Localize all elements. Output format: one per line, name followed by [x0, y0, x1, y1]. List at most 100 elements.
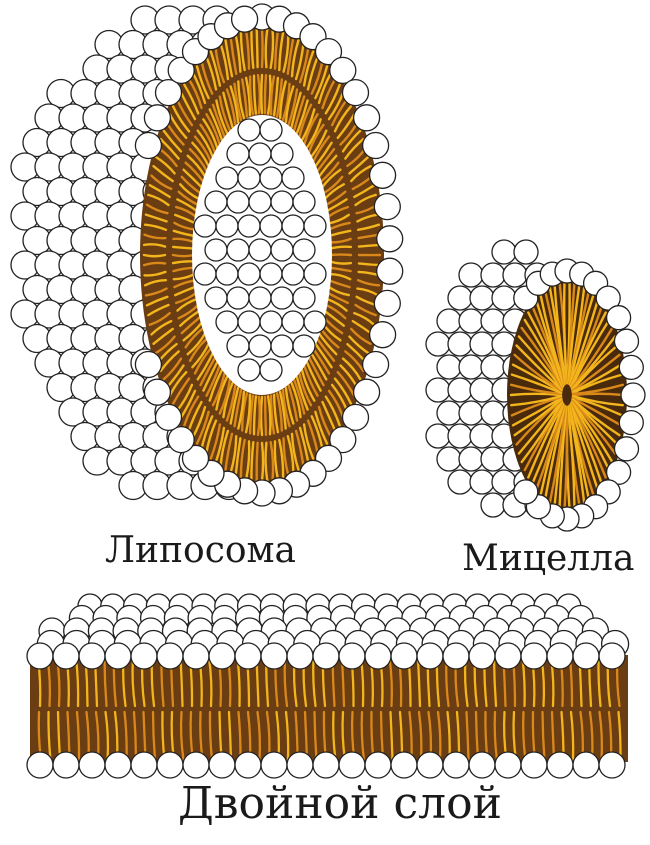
liposome-illustration — [11, 4, 403, 506]
lipid-head — [304, 311, 326, 333]
lipid-head — [260, 359, 282, 381]
lipid-head — [287, 752, 313, 778]
lipid-head — [260, 263, 282, 285]
lipid-head — [417, 643, 443, 669]
lipid-head — [249, 287, 271, 309]
lipid-head — [271, 335, 293, 357]
lipid-head — [492, 240, 516, 264]
lipid-head — [437, 401, 461, 425]
lipid-head — [260, 215, 282, 237]
lipid-head — [260, 167, 282, 189]
lipid-head — [261, 752, 287, 778]
lipid-head — [249, 239, 271, 261]
lipid-head — [227, 287, 249, 309]
bilayer-label: Двойной слой — [178, 778, 502, 829]
bilayer-core — [30, 655, 628, 762]
lipid-head — [194, 215, 216, 237]
lipid-head — [282, 311, 304, 333]
bilayer-lower-heads — [27, 752, 625, 778]
lipid-head — [370, 162, 396, 188]
lipid-head — [481, 493, 505, 517]
lipid-head — [249, 143, 271, 165]
lipid-head — [271, 143, 293, 165]
lipid-head — [293, 335, 315, 357]
lipid-head — [53, 752, 79, 778]
lipid-head — [437, 309, 461, 333]
lipid-head — [227, 191, 249, 213]
lipid-head — [271, 239, 293, 261]
lipid-head — [547, 752, 573, 778]
lipid-head — [135, 352, 161, 378]
lipid-head — [205, 287, 227, 309]
lipid-head — [27, 752, 53, 778]
lipid-head — [374, 290, 400, 316]
lipid-head — [481, 447, 505, 471]
lipid-head — [238, 215, 260, 237]
lipid-head — [619, 355, 643, 379]
lipid-head — [470, 286, 494, 310]
lipid-head — [144, 105, 170, 131]
lipid-head — [183, 643, 209, 669]
lipid-head — [105, 752, 131, 778]
lipid-head — [282, 263, 304, 285]
lipid-head — [293, 239, 315, 261]
lipid-head — [619, 411, 643, 435]
lipid-head — [157, 752, 183, 778]
lipid-head — [238, 311, 260, 333]
lipid-head — [144, 379, 170, 405]
lipid-tail — [261, 75, 262, 113]
lipid-head — [503, 263, 527, 287]
lipid-head — [470, 378, 494, 402]
lipid-head — [437, 447, 461, 471]
lipid-head — [521, 643, 547, 669]
lipid-head — [448, 470, 472, 494]
lipid-head — [287, 643, 313, 669]
lipid-head — [227, 143, 249, 165]
lipid-head — [271, 191, 293, 213]
lipid-head — [615, 329, 639, 353]
lipid-head — [271, 287, 293, 309]
lipid-head — [156, 404, 182, 430]
lipid-head — [354, 379, 380, 405]
lipid-head — [216, 311, 238, 333]
lipid-head — [249, 191, 271, 213]
lipid-head — [521, 752, 547, 778]
lipid-head — [426, 378, 450, 402]
lipid-tail — [265, 75, 266, 113]
lipid-head — [514, 480, 538, 504]
lipid-head — [495, 752, 521, 778]
lipid-head — [370, 322, 396, 348]
lipid-head — [443, 752, 469, 778]
lipid-head — [27, 643, 53, 669]
lipid-head — [209, 643, 235, 669]
lipid-head — [607, 306, 631, 330]
lipid-head — [547, 643, 573, 669]
lipid-head — [459, 355, 483, 379]
micelle-label: Мицелла — [462, 538, 635, 579]
lipid-head — [216, 167, 238, 189]
lipid-tail — [261, 397, 262, 435]
lipid-head — [79, 752, 105, 778]
lipid-head — [304, 263, 326, 285]
lipid-head — [79, 643, 105, 669]
lipid-head — [293, 191, 315, 213]
lipid-head — [615, 437, 639, 461]
lipid-head — [495, 643, 521, 669]
lipid-head — [481, 263, 505, 287]
lipid-head — [459, 401, 483, 425]
bilayer-upper-heads — [27, 643, 625, 669]
lipid-head — [481, 401, 505, 425]
lipid-head — [235, 752, 261, 778]
lipid-head — [157, 643, 183, 669]
lipid-head — [260, 119, 282, 141]
lipid-head — [363, 133, 389, 159]
lipid-head — [205, 239, 227, 261]
lipid-head — [232, 6, 258, 32]
lipid-head — [459, 263, 483, 287]
lipid-head — [443, 643, 469, 669]
lipid-head — [216, 215, 238, 237]
lipid-head — [209, 752, 235, 778]
liposome-label: Липосома — [105, 530, 296, 571]
lipid-head — [492, 286, 516, 310]
